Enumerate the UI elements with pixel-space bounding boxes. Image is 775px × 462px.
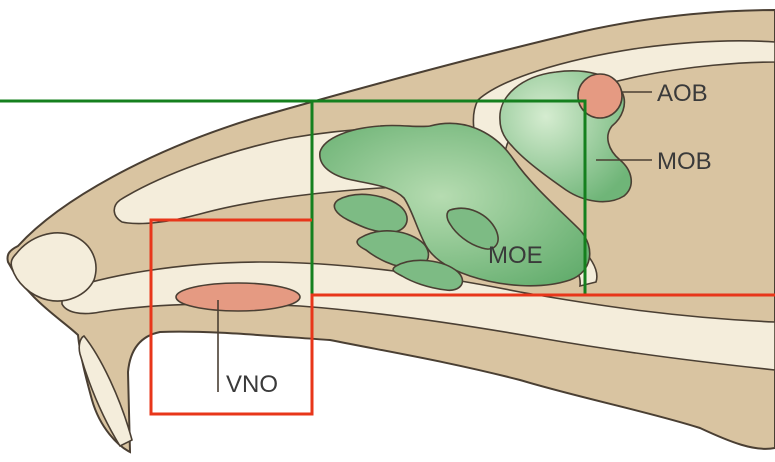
vomeronasal-organ: [176, 283, 300, 311]
moe-label: MOE: [488, 242, 543, 269]
mob-label: MOB: [657, 148, 712, 175]
vno-label: VNO: [226, 371, 278, 398]
aob-label: AOB: [657, 80, 708, 107]
